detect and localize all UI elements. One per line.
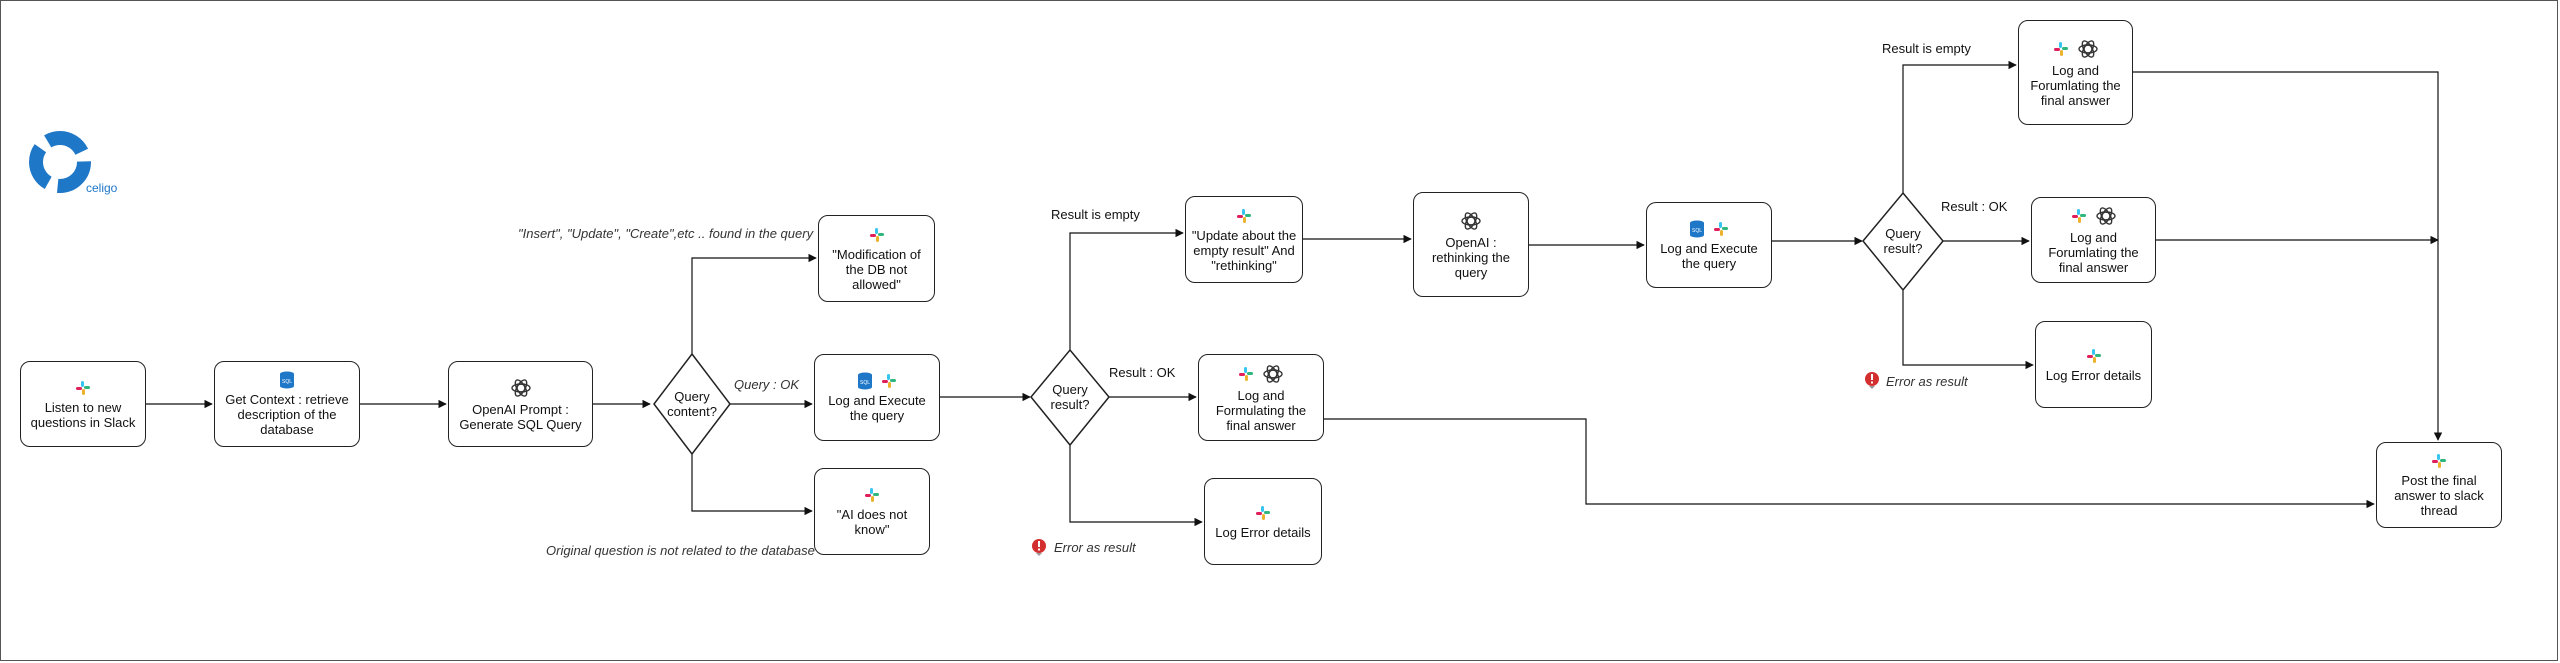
node-formulating-1: Log and Formulating the final answer	[1198, 354, 1324, 441]
edge-label-error-1: Error as result	[1054, 540, 1136, 555]
slack-icon	[2053, 41, 2068, 56]
node-label: Log and Execute the query	[828, 393, 926, 423]
slack-icon	[1256, 505, 1270, 520]
logo-text: celigo	[86, 181, 118, 195]
node-rethinking: OpenAI : rethinking the query	[1413, 192, 1529, 297]
slack-icon	[2071, 209, 2086, 223]
node-label: OpenAI Prompt : Generate SQL Query	[459, 401, 582, 432]
error-icon	[1032, 539, 1046, 556]
node-error-details-2: Log Error details	[2035, 321, 2152, 408]
decision-query-result-2-label: Query result?	[1883, 226, 1923, 256]
slack-icon	[1714, 221, 1728, 236]
node-ai-dont-know: "AI does not know"	[814, 468, 930, 555]
openai-icon	[2095, 207, 2116, 225]
decision-query-content	[653, 352, 731, 456]
error-icon	[1865, 372, 1879, 389]
node-label: "AI does not know"	[836, 507, 908, 537]
edge-label-result-ok-2: Result : OK	[1941, 199, 2008, 214]
node-label: Log Error details	[1215, 524, 1311, 540]
edge-label-not-related: Original question is not related to the …	[546, 543, 815, 558]
openai-icon	[510, 378, 531, 397]
edge-empty-post	[2133, 71, 2443, 441]
node-execute-1: SQL Log and Execute the query	[814, 354, 940, 441]
slack-icon	[1237, 208, 1251, 223]
edge-label-insert-update: "Insert", "Update", "Create",etc .. foun…	[518, 226, 814, 241]
slack-icon	[2086, 348, 2101, 363]
node-label: Log and Forumlating the final answer	[2030, 62, 2121, 108]
decision-query-result-1	[1030, 348, 1110, 447]
node-update-empty: "Update about the empty result" And "ret…	[1185, 196, 1303, 283]
node-error-details-1: Log Error details	[1204, 478, 1322, 565]
decision-query-content-label: Query content?	[667, 389, 717, 419]
edge-label-query-ok: Query : OK	[734, 377, 800, 392]
edge-decision-modification	[691, 253, 817, 354]
edge-result1-error	[1069, 445, 1203, 527]
slack-icon	[869, 227, 884, 242]
svg-text:SQL: SQL	[860, 380, 870, 386]
node-label: Log and Execute the query	[1660, 240, 1758, 271]
node-label: Log and Forumlating the final answer	[2048, 230, 2139, 275]
edge-label-result-ok-1: Result : OK	[1109, 365, 1176, 380]
edge-result2-error	[1902, 290, 2034, 370]
slack-icon	[1239, 366, 1253, 381]
node-forumlating-ok: Log and Forumlating the final answer	[2031, 197, 2156, 283]
node-label: OpenAI : rethinking the query	[1431, 234, 1511, 280]
slack-icon	[865, 488, 879, 502]
sql-icon: SQL	[280, 371, 294, 389]
node-modification: "Modification of the DB not allowed"	[818, 215, 935, 302]
svg-text:SQL: SQL	[1692, 228, 1702, 234]
node-label: Log and Formulating the final answer	[1215, 387, 1307, 433]
node-label: Post the final answer to slack thread	[2394, 473, 2484, 518]
svg-text:SQL: SQL	[282, 379, 292, 385]
decision-query-result-1-label: Query result?	[1050, 382, 1090, 412]
edge-result1-update	[1069, 228, 1184, 350]
node-label: Get Context : retrieve description of th…	[225, 392, 349, 437]
node-label: Listen to new questions in Slack	[30, 399, 136, 430]
node-get-context: SQL Get Context : retrieve description o…	[214, 361, 360, 447]
node-openai-prompt: OpenAI Prompt : Generate SQL Query	[448, 361, 593, 447]
node-label: "Update about the empty result" And "ret…	[1191, 227, 1297, 273]
node-label: Log Error details	[2045, 367, 2142, 383]
slack-icon	[2432, 454, 2446, 468]
edge-label-error-2: Error as result	[1886, 374, 1968, 389]
edge-label-result-empty-1: Result is empty	[1051, 207, 1140, 222]
slack-icon	[882, 374, 896, 388]
sql-icon: SQL	[858, 372, 872, 390]
node-post-answer: Post the final answer to slack thread	[2376, 442, 2502, 528]
edge-result2-empty	[1902, 60, 2017, 193]
celigo-logo	[29, 131, 91, 193]
node-listen: Listen to new questions in Slack	[20, 361, 146, 447]
openai-icon	[2077, 39, 2098, 58]
edge-label-result-empty-2: Result is empty	[1882, 41, 1971, 56]
openai-icon	[1461, 211, 1481, 230]
edge-decision-aidontknow	[691, 454, 813, 516]
node-label: "Modification of the DB not allowed"	[832, 246, 921, 292]
edge-formulating1-post	[1322, 418, 2375, 509]
decision-query-result-2	[1862, 191, 1944, 292]
node-forumlating-empty: Log and Forumlating the final answer	[2018, 20, 2133, 125]
openai-icon	[1263, 364, 1283, 383]
node-execute-2: SQL Log and Execute the query	[1646, 202, 1772, 288]
slack-icon	[76, 380, 90, 395]
sql-icon: SQL	[1690, 220, 1704, 237]
